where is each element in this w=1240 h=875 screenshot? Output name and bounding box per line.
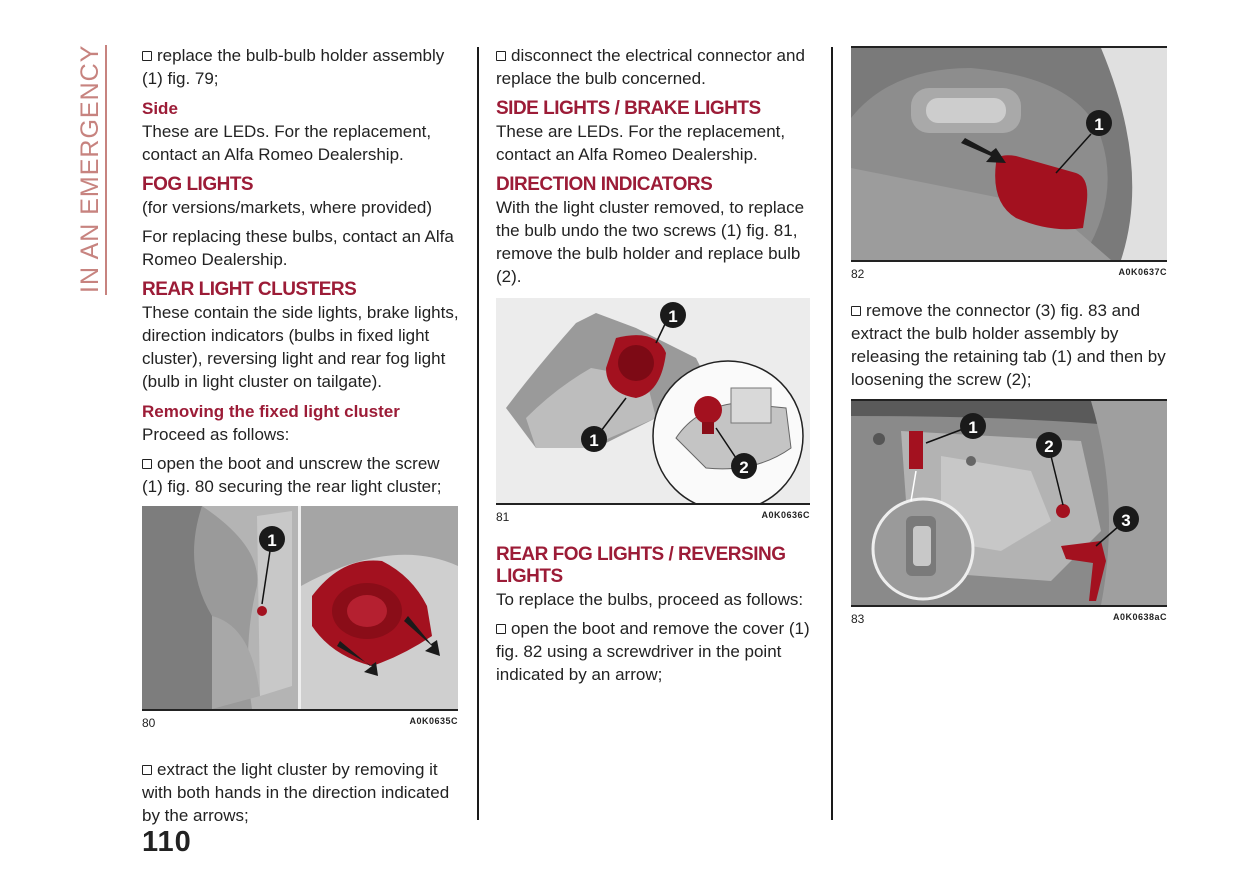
column-1: replace the bulb-bulb holder assembly (1… (142, 44, 462, 827)
column-2: disconnect the electrical connector and … (496, 44, 812, 686)
figure-80: 1 (142, 506, 458, 711)
heading-rear-light-clusters: REAR LIGHT CLUSTERS (142, 279, 357, 300)
figure-number: 83 (851, 612, 865, 626)
bullet-item: disconnect the electrical connector and … (496, 44, 812, 90)
figure-81-illustration: 1 1 2 (496, 298, 810, 503)
figure-83-callout-3: 3 (1121, 511, 1130, 530)
bullet-text: remove the connector (3) fig. 83 and ext… (851, 301, 1166, 389)
figure-83: 1 2 3 (851, 399, 1167, 607)
paragraph: These are LEDs. For the replacement, con… (496, 122, 786, 164)
bullet-item: open the boot and unscrew the screw (1) … (142, 452, 462, 498)
column-divider-2 (831, 47, 833, 820)
figure-81-callout-1a: 1 (668, 307, 677, 326)
page-number: 110 (142, 826, 192, 858)
paragraph: These are LEDs. For the replacement, con… (142, 122, 432, 164)
section-tab-rule (105, 45, 107, 295)
figure-number: 82 (851, 267, 865, 281)
figure-code: A0K0635C (409, 716, 458, 726)
paragraph: With the light cluster removed, to repla… (496, 198, 805, 286)
figure-code: A0K0638aC (1112, 612, 1167, 622)
column-divider-1 (477, 47, 479, 820)
heading-direction-indicators: DIRECTION INDICATORS (496, 174, 713, 195)
figure-83-caption: 83 A0K0638aC (851, 612, 1167, 626)
paragraph: To replace the bulbs, proceed as follows… (496, 590, 804, 609)
figure-81: 1 1 2 (496, 298, 810, 505)
bullet-item: open the boot and remove the cover (1) f… (496, 617, 812, 686)
figure-80-illustration: 1 (142, 506, 458, 709)
checkbox-bullet-icon (142, 765, 152, 775)
figure-82-callout: 1 (1094, 115, 1103, 134)
figure-81-callout-1b: 1 (589, 431, 598, 450)
checkbox-bullet-icon (142, 51, 152, 61)
bullet-item: replace the bulb-bulb holder assembly (1… (142, 44, 462, 90)
bullet-text: extract the light cluster by removing it… (142, 760, 450, 825)
paragraph: For replacing these bulbs, contact an Al… (142, 227, 454, 269)
column-3: 1 82 A0K0637C remove the connector (3) f… (851, 44, 1169, 626)
heading-rear-fog-reversing: REAR FOG LIGHTS / REVERSING LIGHTS (496, 544, 786, 587)
subheading-removing-fixed-cluster: Removing the fixed light cluster (142, 402, 400, 421)
figure-82: 1 (851, 46, 1167, 262)
subheading-side: Side (142, 99, 178, 118)
figure-code: A0K0637C (1118, 267, 1167, 277)
checkbox-bullet-icon (496, 624, 506, 634)
paragraph: These contain the side lights, brake lig… (142, 303, 459, 391)
bullet-text: replace the bulb-bulb holder assembly (1… (142, 46, 445, 88)
figure-82-caption: 82 A0K0637C (851, 267, 1167, 281)
paragraph: Proceed as follows: (142, 425, 290, 444)
figure-80-caption: 80 A0K0635C (142, 716, 458, 730)
figure-83-callout-2: 2 (1044, 437, 1053, 456)
figure-83-callout-1: 1 (968, 418, 977, 437)
bullet-text: open the boot and unscrew the screw (1) … (142, 454, 442, 496)
figure-82-illustration: 1 (851, 48, 1167, 260)
heading-side-brake-lights: SIDE LIGHTS / BRAKE LIGHTS (496, 98, 761, 119)
bullet-text: open the boot and remove the cover (1) f… (496, 619, 810, 684)
section-tab: IN AN EMERGENCY (76, 45, 104, 293)
figure-81-callout-2: 2 (739, 458, 748, 477)
bullet-item: extract the light cluster by removing it… (142, 758, 462, 827)
section-tab-label: IN AN EMERGENCY (76, 44, 104, 293)
figure-number: 81 (496, 510, 510, 524)
checkbox-bullet-icon (496, 51, 506, 61)
figure-83-illustration: 1 2 3 (851, 401, 1167, 605)
figure-80-callout: 1 (267, 531, 276, 550)
bullet-text: disconnect the electrical connector and … (496, 46, 805, 88)
bullet-item: remove the connector (3) fig. 83 and ext… (851, 299, 1169, 391)
figure-81-caption: 81 A0K0636C (496, 510, 810, 524)
figure-number: 80 (142, 716, 156, 730)
paragraph: (for versions/markets, where provided) (142, 198, 433, 217)
checkbox-bullet-icon (851, 306, 861, 316)
checkbox-bullet-icon (142, 459, 152, 469)
heading-fog-lights: FOG LIGHTS (142, 174, 254, 195)
figure-code: A0K0636C (761, 510, 810, 520)
